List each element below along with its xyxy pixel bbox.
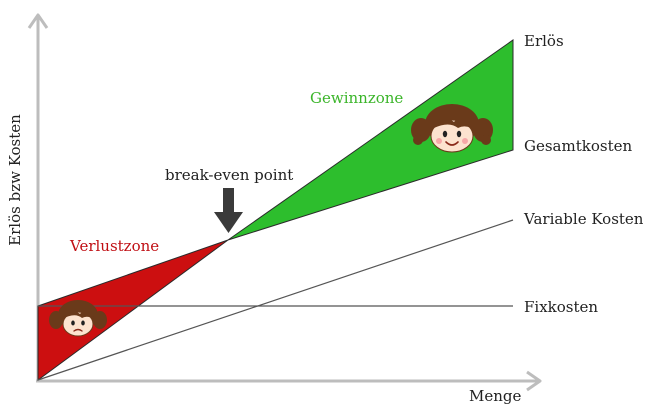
profit-zone-label: Gewinnzone [310,89,403,107]
variable-cost-label: Variable Kosten [523,210,644,228]
revenue-label: Erlös [524,32,564,50]
variable-cost-line [37,219,514,381]
y-axis-label: Erlös bzw Kosten [6,114,24,246]
total-cost-label: Gesamtkosten [524,137,632,155]
y-axis-arrowhead [27,13,49,29]
break-even-label: break-even point [165,166,293,184]
fixed-cost-label: Fixkosten [524,298,598,316]
x-axis-arrowhead [526,370,542,392]
loss-zone-label: Verlustzone [69,237,159,255]
x-axis-label: Menge [469,387,521,405]
loss-zone-area [37,239,229,381]
break-even-arrow [214,188,243,233]
profit-zone-area [227,39,514,241]
sad-face-icon [49,300,107,337]
happy-face-icon [411,104,493,153]
